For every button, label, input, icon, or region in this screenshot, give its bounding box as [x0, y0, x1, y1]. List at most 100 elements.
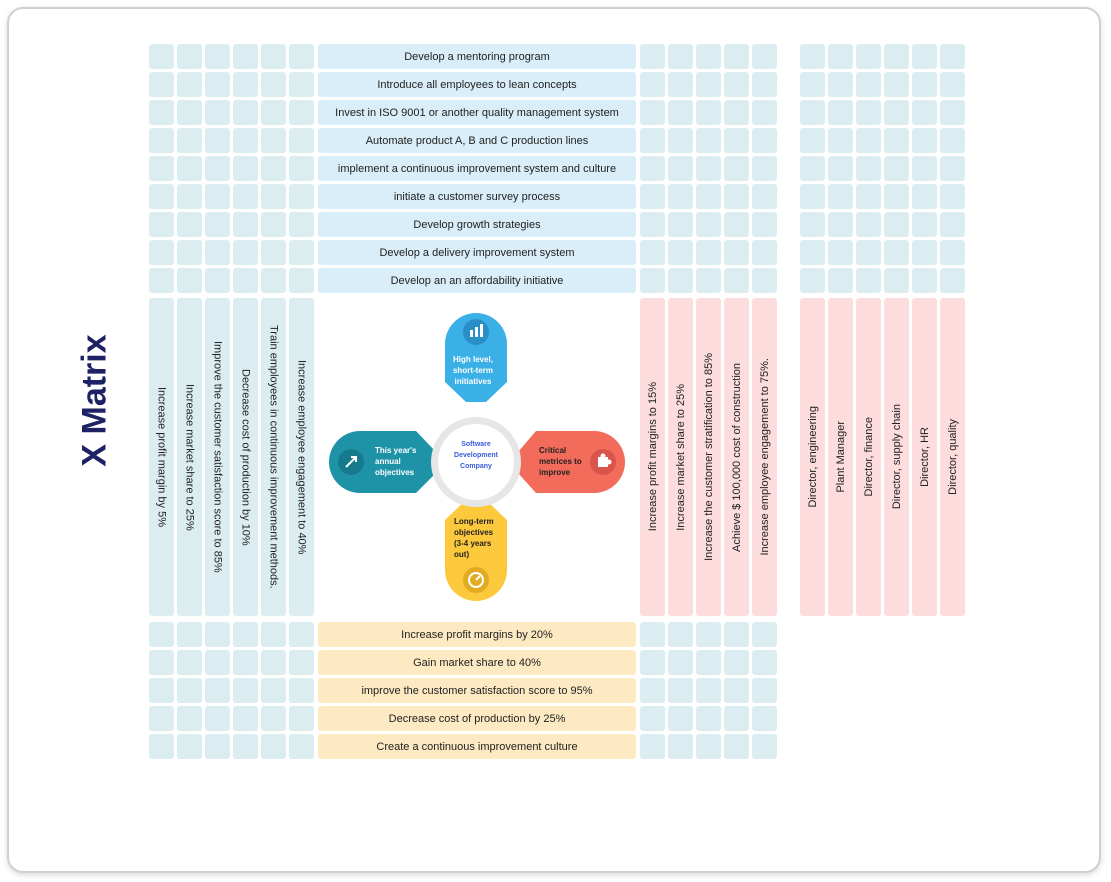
left-column-2: Increase market share to 25%	[177, 298, 202, 616]
grid-cell	[289, 156, 314, 181]
top-petal-icon	[463, 319, 489, 345]
grid-cell	[640, 128, 665, 153]
grid-cell	[177, 240, 202, 265]
top-petal-text: High level,	[453, 355, 493, 364]
grid-cell	[261, 212, 286, 237]
grid-cell	[640, 734, 665, 759]
grid-cell	[828, 268, 853, 293]
grid-cell	[640, 72, 665, 97]
bottom-row-label: Create a continuous improvement culture	[376, 740, 578, 753]
grid-cell	[205, 128, 230, 153]
grid-cell	[205, 184, 230, 209]
grid-cell	[724, 72, 749, 97]
grid-cell	[261, 622, 286, 647]
owner-column-label: Director, HR	[918, 427, 931, 487]
right-column-label: Increase profit margins to 15%	[646, 382, 659, 532]
grid-cell	[696, 268, 721, 293]
company-name-line: Development	[454, 452, 499, 459]
grid-cell	[724, 650, 749, 675]
grid-cell	[696, 622, 721, 647]
owner-column-label: Director, engineering	[806, 406, 819, 508]
grid-cell	[696, 44, 721, 69]
grid-cell	[205, 240, 230, 265]
bottom-row-label: improve the customer satisfaction score …	[361, 684, 593, 697]
grid-cell	[149, 268, 174, 293]
grid-cell	[289, 622, 314, 647]
right-column-label: Increase market share to 25%	[674, 383, 687, 531]
grid-cell	[205, 650, 230, 675]
x-matrix-title: X Matrix	[75, 333, 114, 467]
grid-cell	[800, 156, 825, 181]
grid-cell	[640, 212, 665, 237]
grid-cell	[205, 734, 230, 759]
owner-column-label: Director, finance	[862, 417, 875, 497]
top-row-label: Develop an an affordability initiative	[390, 274, 564, 287]
grid-cell	[884, 268, 909, 293]
grid-cell	[289, 44, 314, 69]
grid-cell	[289, 128, 314, 153]
grid-cell	[205, 268, 230, 293]
grid-cell	[177, 72, 202, 97]
right-column-5: Increase employee engagement to 75%.	[752, 298, 777, 616]
top-row-6: initiate a customer survey process	[318, 184, 636, 209]
grid-cell	[289, 212, 314, 237]
grid-cell	[724, 240, 749, 265]
left-column-1: Increase profit margin by 5%	[149, 298, 174, 616]
grid-cell	[261, 72, 286, 97]
grid-cell	[752, 268, 777, 293]
grid-cell	[149, 128, 174, 153]
grid-cell	[696, 650, 721, 675]
grid-cell	[828, 240, 853, 265]
top-row-2: Introduce all employees to lean concepts	[318, 72, 636, 97]
owner-column-label: Director, quality	[946, 419, 959, 495]
right-column-2: Increase market share to 25%	[668, 298, 693, 616]
grid-cell	[261, 156, 286, 181]
grid-cell	[149, 44, 174, 69]
top-row-5: implement a continuous improvement syste…	[318, 156, 636, 181]
owner-column-1: Director, engineering	[800, 298, 825, 616]
grid-cell	[233, 678, 258, 703]
left-petal-icon	[338, 449, 364, 475]
grid-cell	[205, 622, 230, 647]
grid-cell	[752, 650, 777, 675]
top-row-9: Develop an an affordability initiative	[318, 268, 636, 293]
grid-cell	[289, 734, 314, 759]
grid-cell	[828, 128, 853, 153]
grid-cell	[149, 678, 174, 703]
grid-cell	[205, 212, 230, 237]
grid-cell	[856, 128, 881, 153]
grid-cell	[149, 100, 174, 125]
grid-cell	[289, 678, 314, 703]
right-column-4: Achieve $ 100,000 cost of construction	[724, 298, 749, 616]
grid-cell	[261, 240, 286, 265]
grid-cell	[233, 184, 258, 209]
grid-cell	[752, 100, 777, 125]
grid-cell	[668, 100, 693, 125]
grid-cell	[940, 184, 965, 209]
bottom-row-label: Increase profit margins by 20%	[401, 628, 553, 641]
grid-cell	[668, 268, 693, 293]
bottom-petal	[445, 500, 507, 601]
owner-column-6: Director, quality	[940, 298, 965, 616]
grid-cell	[696, 706, 721, 731]
grid-cell	[696, 734, 721, 759]
grid-cell	[205, 706, 230, 731]
grid-cell	[177, 622, 202, 647]
grid-cell	[828, 156, 853, 181]
grid-cell	[668, 72, 693, 97]
grid-cell	[289, 100, 314, 125]
grid-cell	[205, 100, 230, 125]
grid-cell	[149, 706, 174, 731]
top-row-label: Develop growth strategies	[413, 218, 541, 231]
right-petal-text: improve	[539, 468, 571, 477]
grid-cell	[724, 128, 749, 153]
grid-cell	[640, 678, 665, 703]
grid-cell	[724, 734, 749, 759]
grid-cell	[177, 128, 202, 153]
grid-cell	[800, 72, 825, 97]
grid-cell	[752, 128, 777, 153]
grid-cell	[233, 44, 258, 69]
owner-column-5: Director, HR	[912, 298, 937, 616]
grid-cell	[696, 100, 721, 125]
